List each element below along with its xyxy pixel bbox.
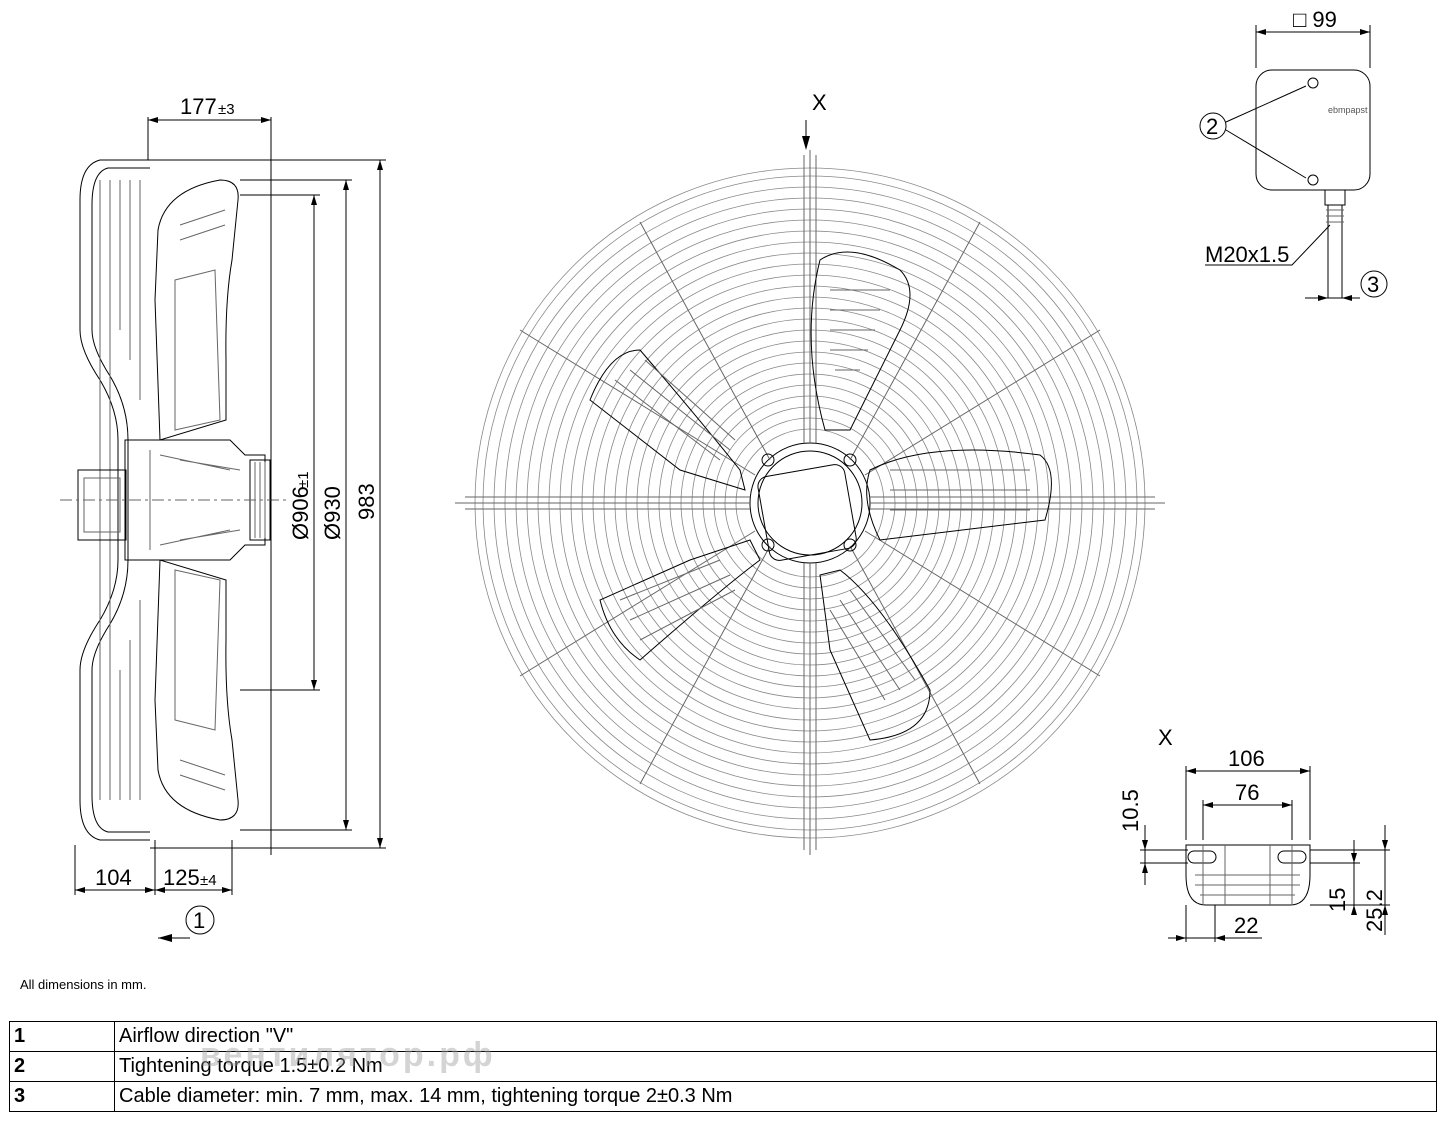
marker-2: 2 [1206,114,1218,139]
dim-15: 15 [1325,888,1350,912]
airflow-marker: 1 [193,908,205,933]
dim-76: 76 [1235,780,1259,805]
dim-930: Ø930 [320,486,345,540]
dim-906: Ø906 [288,486,313,540]
legend-table: 1 Airflow direction "V" 2 Tightening tor… [9,1021,1437,1112]
dim-square-99: □ 99 [1293,7,1337,32]
dim-22: 22 [1234,913,1258,938]
legend-number: 1 [9,1021,115,1052]
dim-25-2: 25.2 [1362,889,1387,932]
marker-3: 3 [1367,272,1379,297]
thread-label: M20x1.5 [1205,242,1289,267]
legend-text: Cable diameter: min. 7 mm, max. 14 mm, t… [114,1081,1437,1112]
side-view: 177 ±3 104 125 ±4 1 Ø906 ±1 Ø930 983 [60,94,386,942]
brand-logo: ebmpapst [1328,105,1368,115]
impeller-blades [589,251,1052,741]
dim-104: 104 [95,865,132,890]
dim-106: 106 [1228,746,1265,771]
dim-10-5: 10.5 [1118,789,1143,832]
detail-x-label: X [1158,725,1173,750]
dim-177: 177 [180,94,217,119]
legend-text: Tightening torque 1.5±0.2 Nm [114,1051,1437,1082]
dim-125: 125 [163,865,200,890]
front-view-label: X [812,90,827,115]
dim-125-tolerance: ±4 [200,872,217,889]
dim-906-tolerance: ±1 [295,471,312,488]
terminal-box-view: □ 99 ebmpapst 2 M20x1.5 3 [1199,7,1388,301]
guard-struts [455,150,1165,855]
legend-text: Airflow direction "V" [114,1021,1437,1052]
units-note: All dimensions in mm. [20,977,147,992]
legend-row: 1 Airflow direction "V" [9,1021,1437,1052]
legend-number: 2 [9,1051,115,1082]
front-view: X [455,90,1165,855]
legend-number: 3 [9,1081,115,1112]
legend-row: 3 Cable diameter: min. 7 mm, max. 14 mm,… [9,1081,1437,1112]
dim-177-tolerance: ±3 [218,101,235,118]
legend-row: 2 Tightening torque 1.5±0.2 Nm [9,1051,1437,1082]
detail-x-view: X 106 76 10.5 15 25.2 22 [1118,725,1390,942]
dim-983: 983 [354,483,379,520]
